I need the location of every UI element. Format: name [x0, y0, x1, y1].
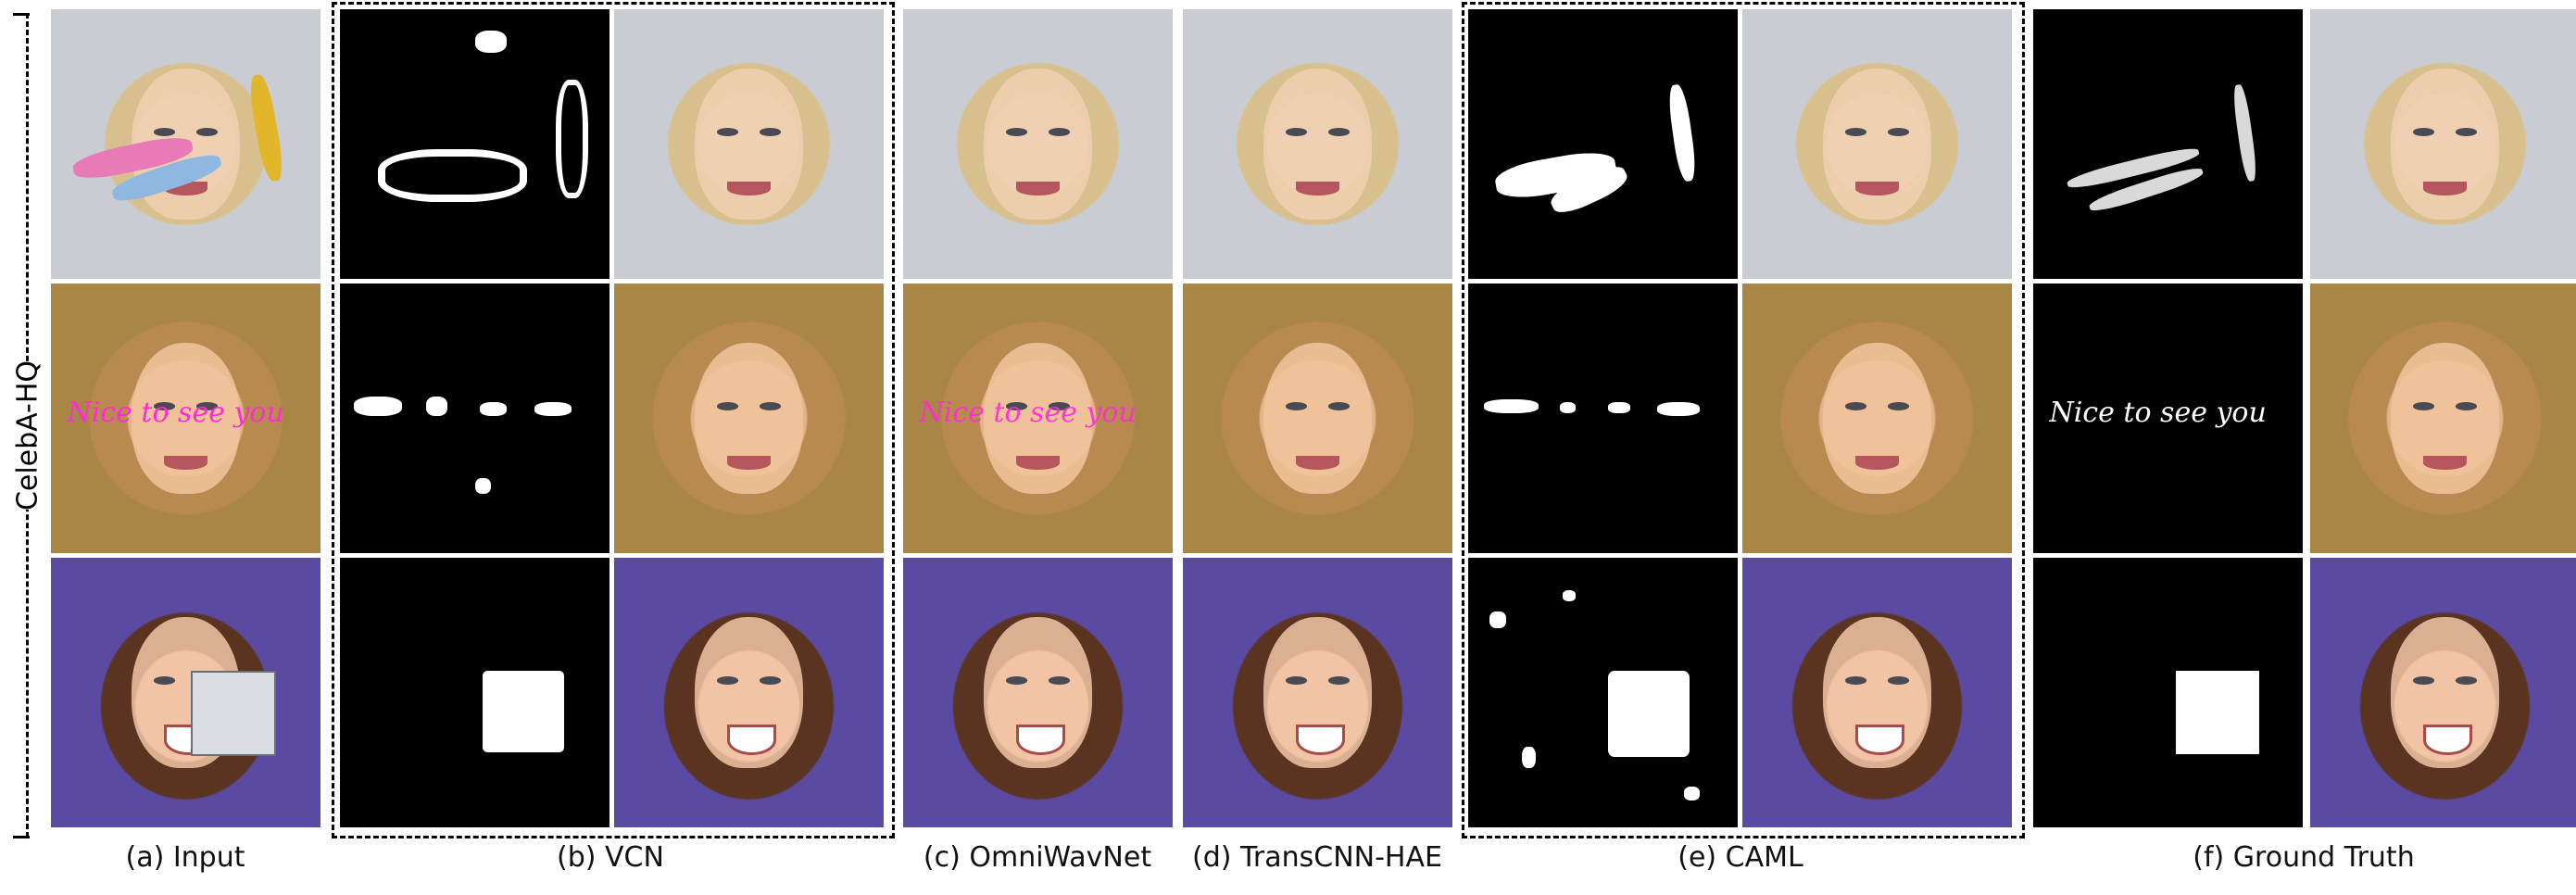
row1-input-image [51, 9, 320, 279]
column-label-ground-truth: (f) Ground Truth [2193, 841, 2415, 874]
row1-omniwavnet-output [903, 9, 1173, 279]
row1-caml-output [1742, 9, 2012, 279]
left-bracket-bottom-tick [13, 836, 30, 838]
caml-group-box [1462, 2, 2025, 838]
row1-caml-mask [1468, 9, 1738, 279]
row2-vcn-output [614, 284, 884, 553]
row3-transcnn-hae-output [1183, 558, 1452, 827]
column-label-input: (a) Input [125, 841, 245, 874]
row2-omniwavnet-overlay-text: Nice to see you [919, 397, 1137, 430]
row3-input-image [51, 558, 320, 827]
row1-yellow-stroke [246, 72, 287, 183]
column-label-transcnn-hae: (d) TransCNN-HAE [1192, 841, 1442, 874]
row1-ground-truth-mask [2033, 9, 2303, 279]
row3-ground-truth-square [2176, 671, 2260, 755]
row1-transcnn-hae-output [1183, 9, 1452, 279]
row2-transcnn-hae-output [1183, 284, 1452, 553]
row2-ground-truth-image [2310, 284, 2576, 553]
row3-caml-output [1742, 558, 2012, 827]
vcn-group-box [332, 2, 895, 838]
row2-ground-truth-mask: Nice to see you [2033, 284, 2303, 553]
column-label-omniwavnet: (c) OmniWavNet [923, 841, 1152, 874]
dataset-label-wrapper: CelebA-HQ [9, 359, 46, 511]
dataset-label: CelebA-HQ [11, 359, 44, 511]
row2-omniwavnet-output: Nice to see you [903, 284, 1173, 553]
row3-omniwavnet-output [903, 558, 1173, 827]
row2-caml-output [1742, 284, 2012, 553]
row1-vcn-mask [340, 9, 609, 279]
row2-ground-truth-mask-text: Nice to see you [2049, 397, 2267, 430]
row3-ground-truth-mask [2033, 558, 2303, 827]
row3-vcn-mask [340, 558, 609, 827]
row2-input-image: Nice to see you [51, 284, 320, 553]
column-label-vcn: (b) VCN [557, 841, 664, 874]
row2-vcn-mask [340, 284, 609, 553]
column-label-caml: (e) CAML [1678, 841, 1803, 874]
row3-vcn-output [614, 558, 884, 827]
row3-caml-mask [1468, 558, 1738, 827]
row3-van-occluder [191, 671, 276, 756]
row1-ground-truth-image [2310, 9, 2576, 279]
row2-caml-mask [1468, 284, 1738, 553]
row1-vcn-output [614, 9, 884, 279]
left-bracket-top-tick [13, 13, 30, 16]
row3-ground-truth-image [2310, 558, 2576, 827]
row2-input-overlay-text: Nice to see you [67, 397, 284, 430]
